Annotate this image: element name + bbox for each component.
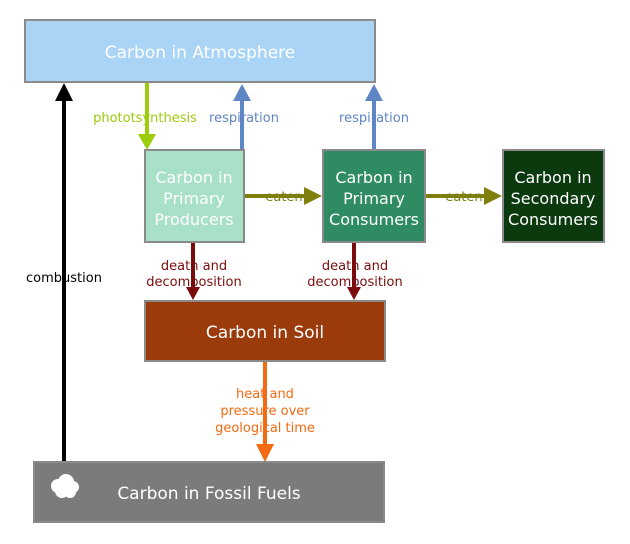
soil-node: Carbon in Soil <box>144 300 386 362</box>
primary-consumers-label-line-1: Carbon in <box>335 168 412 187</box>
fossil-fuels-node: Carbon in Fossil Fuels <box>33 461 385 523</box>
eaten-arrow-1 <box>244 187 322 205</box>
secondary-consumers-label-line-2: Secondary <box>511 189 596 208</box>
decomposition-label-consumers-line-2: decomposition <box>307 275 403 290</box>
smoke-icon <box>51 474 79 498</box>
producers-label-line-1: Carbon in <box>155 168 232 187</box>
respiration-label-producers: respiration <box>209 111 279 126</box>
geological-label-line-2: pressure over <box>220 404 310 419</box>
decomposition-arrow-producers <box>186 242 200 300</box>
soil-label: Carbon in Soil <box>206 323 324 343</box>
secondary-consumers-node: Carbon in Secondary Consumers <box>502 149 605 243</box>
decomposition-label-producers-line-1: death and <box>161 259 227 274</box>
producers-label-line-2: Primary <box>163 189 225 208</box>
decomposition-label-consumers-line-1: death and <box>322 259 388 274</box>
fossil-fuels-label: Carbon in Fossil Fuels <box>117 484 300 504</box>
secondary-consumers-label-line-3: Consumers <box>508 210 598 229</box>
geological-arrow <box>256 362 274 462</box>
decomposition-arrow-consumers <box>347 242 361 300</box>
primary-consumers-label-line-2: Primary <box>343 189 405 208</box>
eaten-label-1: eaten <box>265 190 302 205</box>
respiration-arrow-producers <box>233 84 251 150</box>
respiration-label-consumers: respiration <box>339 111 409 126</box>
secondary-consumers-label-line-1: Carbon in <box>514 168 591 187</box>
decomposition-label-producers-line-2: decomposition <box>146 275 242 290</box>
respiration-arrow-consumers <box>365 84 383 150</box>
geological-label-line-3: geological time <box>215 421 315 436</box>
eaten-label-2: eaten <box>445 190 482 205</box>
photosynthesis-arrow <box>138 82 156 150</box>
eaten-arrow-2 <box>425 187 502 205</box>
producers-label-line-3: Producers <box>154 210 233 229</box>
producers-node: Carbon in Primary Producers <box>144 149 245 243</box>
combustion-label: combustion <box>26 271 102 286</box>
atmosphere-label: Carbon in Atmosphere <box>105 43 295 63</box>
primary-consumers-node: Carbon in Primary Consumers <box>322 149 426 243</box>
photosynthesis-label: phototsynthesis <box>93 111 197 126</box>
atmosphere-node: Carbon in Atmosphere <box>24 19 376 83</box>
combustion-arrow <box>55 83 73 482</box>
primary-consumers-label-line-3: Consumers <box>329 210 419 229</box>
geological-label-line-1: heat and <box>236 387 294 402</box>
